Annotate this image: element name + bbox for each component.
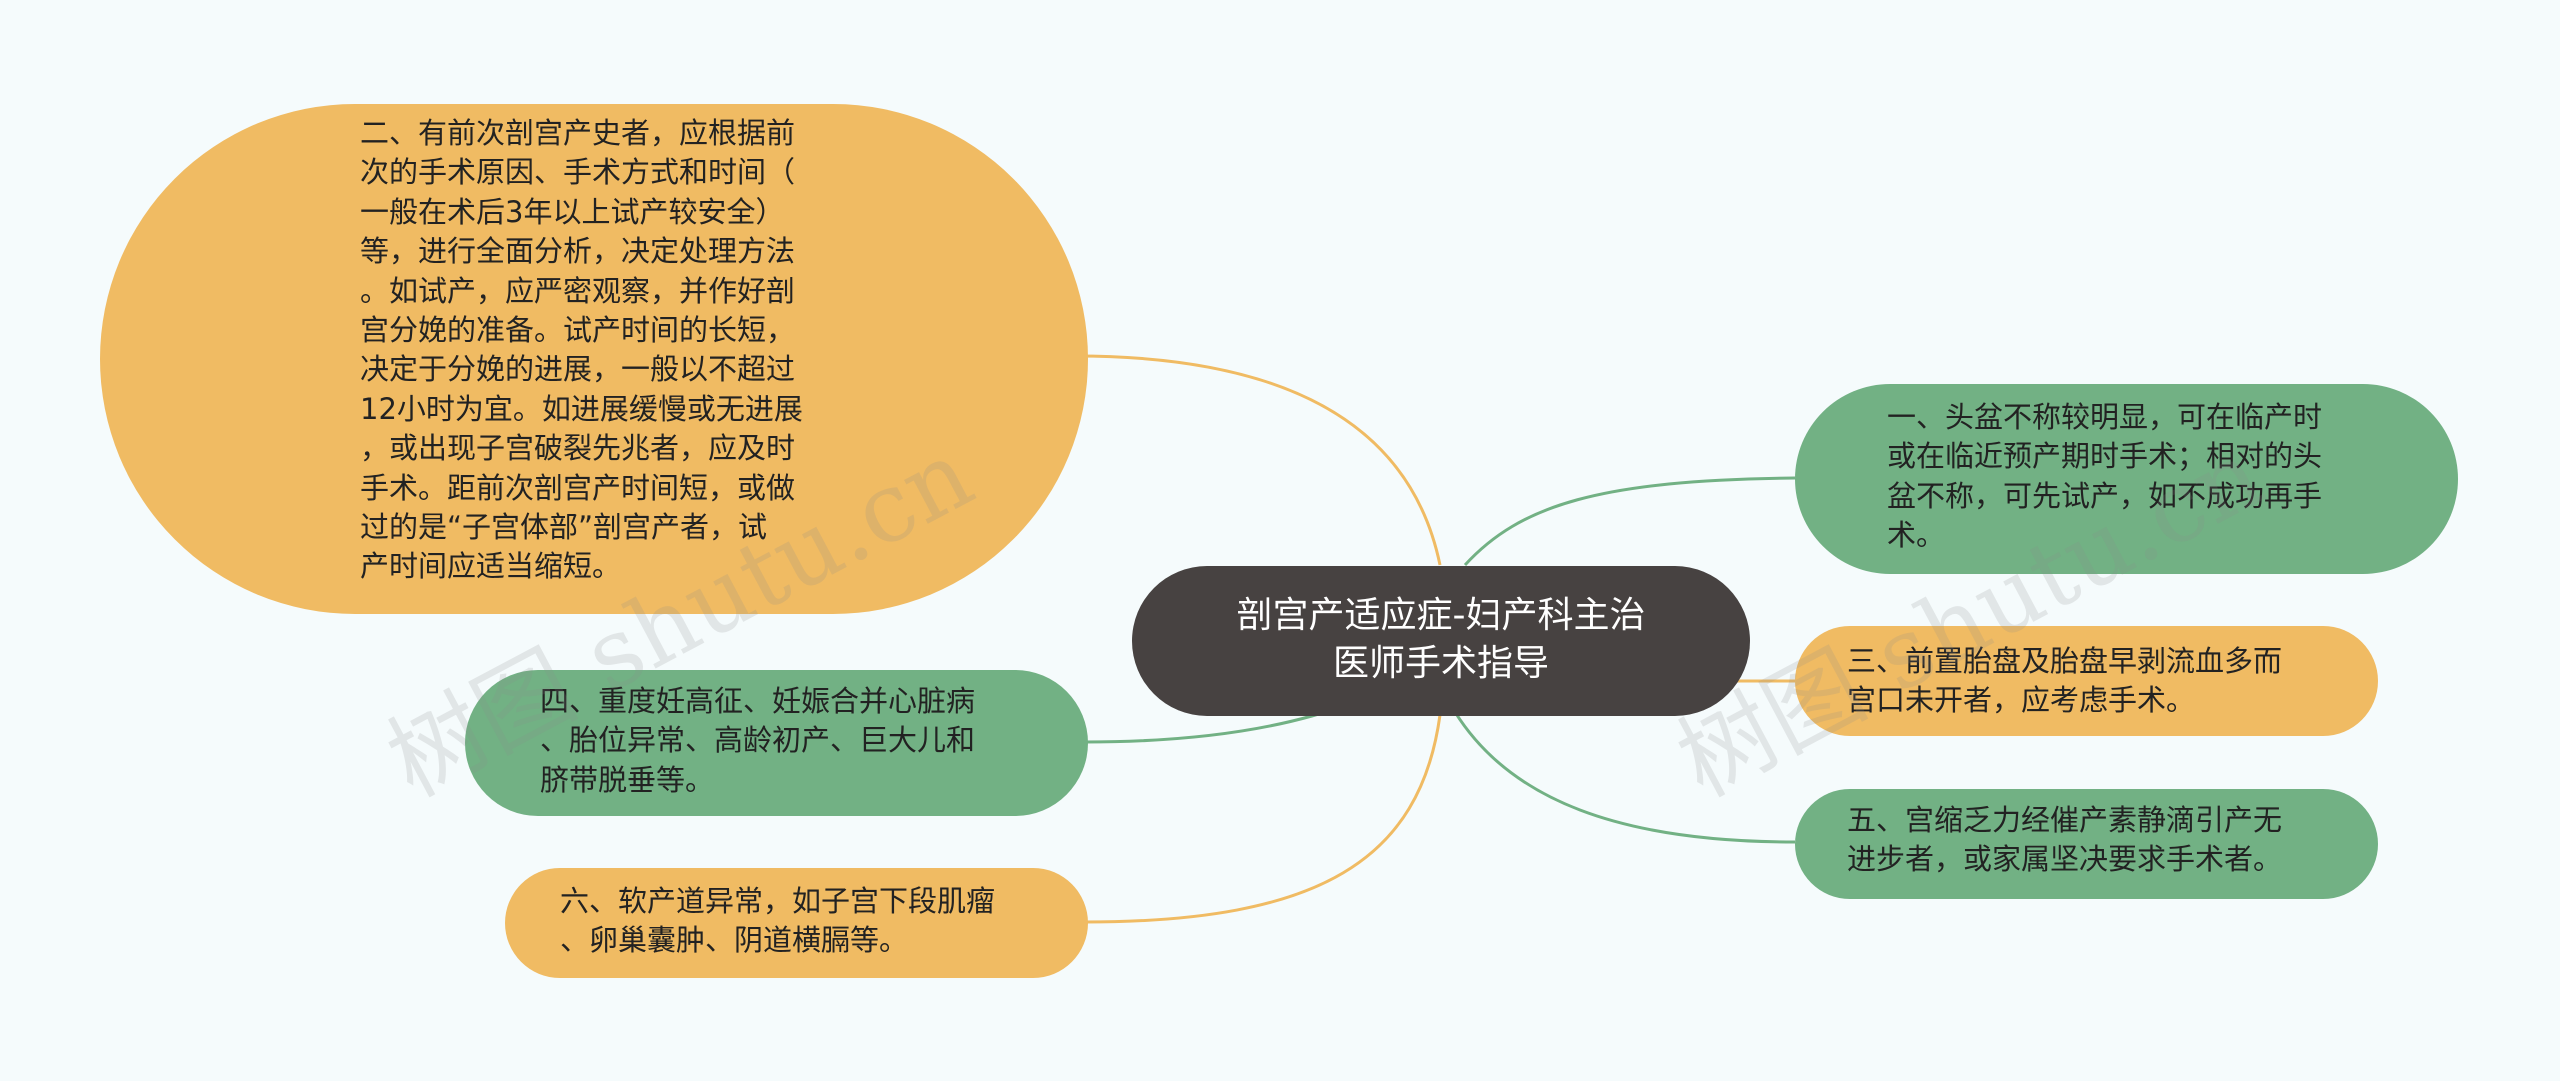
branch-node-2-text: 二、有前次剖宫产史者，应根据前 次的手术原因、手术方式和时间（ 一般在术后3年以…	[360, 116, 803, 584]
branch-node-6-text: 六、软产道异常，如子宫下段肌瘤 、卵巢囊肿、阴道横膈等。	[560, 884, 996, 958]
connector-n6	[1084, 714, 1442, 924]
branch-node-5[interactable]: 五、宫缩乏力经催产素静滴引产无 进步者，或家属坚决要求手术者。	[1795, 789, 2378, 899]
branch-node-5-text: 五、宫缩乏力经催产素静滴引产无 进步者，或家属坚决要求手术者。	[1847, 803, 2283, 877]
branch-node-1-text: 一、头盆不称较明显，可在临产时 或在临近预产期时手术；相对的头 盆不称，可先试产…	[1887, 400, 2323, 553]
connector-n5	[1453, 711, 1796, 844]
central-topic[interactable]: 剖宫产适应症-妇产科主治 医师手术指导	[1132, 566, 1750, 716]
connector-n2	[1074, 354, 1442, 566]
branch-node-1[interactable]: 一、头盆不称较明显，可在临产时 或在临近预产期时手术；相对的头 盆不称，可先试产…	[1795, 384, 2458, 574]
branch-node-4-text: 四、重度妊高征、妊娠合并心脏病 、胎位异常、高龄初产、巨大儿和 脐带脱垂等。	[540, 684, 976, 797]
branch-node-3[interactable]: 三、前置胎盘及胎盘早剥流血多而 宫口未开者，应考虑手术。	[1795, 626, 2378, 736]
branch-node-3-text: 三、前置胎盘及胎盘早剥流血多而 宫口未开者，应考虑手术。	[1847, 644, 2283, 718]
branch-node-6[interactable]: 六、软产道异常，如子宫下段肌瘤 、卵巢囊肿、阴道横膈等。	[505, 868, 1088, 978]
branch-node-4[interactable]: 四、重度妊高征、妊娠合并心脏病 、胎位异常、高龄初产、巨大儿和 脐带脱垂等。	[465, 670, 1088, 816]
central-topic-text: 剖宫产适应症-妇产科主治 医师手术指导	[1236, 595, 1646, 684]
branch-node-2[interactable]: 二、有前次剖宫产史者，应根据前 次的手术原因、手术方式和时间（ 一般在术后3年以…	[100, 104, 1088, 614]
connector-n1	[1463, 476, 1796, 567]
